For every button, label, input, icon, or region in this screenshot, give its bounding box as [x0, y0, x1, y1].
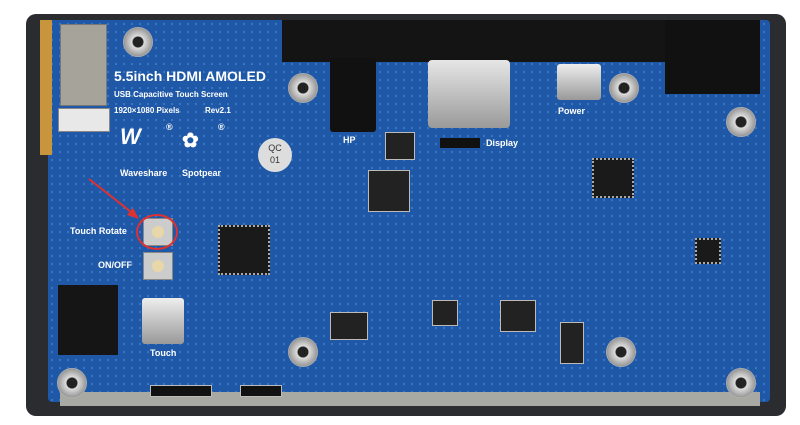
connector [440, 138, 480, 148]
waveshare-logo: W [120, 124, 141, 149]
mount-hole [123, 27, 153, 57]
mount-hole [288, 73, 318, 103]
headphone-jack[interactable] [330, 58, 376, 132]
board-title: 5.5inch HDMI AMOLED [114, 68, 266, 84]
flex-cable [60, 24, 107, 106]
on-off-label: ON/OFF [98, 260, 132, 270]
registered-mark: ® [218, 122, 225, 132]
black-tape [282, 20, 667, 62]
spotpear-logo: ✿ [182, 130, 199, 152]
controller-chip [218, 225, 270, 275]
highlight-circle [136, 214, 178, 250]
mount-hole [609, 73, 639, 103]
black-pad [58, 285, 118, 355]
registered-mark: ® [166, 122, 173, 132]
mount-hole [606, 337, 636, 367]
mount-hole [288, 337, 318, 367]
power-label: Power [558, 106, 586, 116]
mount-hole [57, 368, 87, 398]
touch-rotate-label: Touch Rotate [70, 226, 127, 236]
chip [695, 238, 721, 264]
component-group [368, 170, 410, 212]
lcd-edge [40, 20, 52, 155]
mount-hole [726, 368, 756, 398]
touch-label: Touch [150, 348, 177, 358]
touch-usb-port[interactable] [142, 298, 184, 344]
board-subtitle: USB Capacitive Touch Screen [114, 90, 228, 99]
qc-sticker: QC 01 [258, 138, 292, 172]
chip [560, 322, 584, 364]
board-resolution: 1920×1080 Pixels [114, 106, 180, 115]
chip [385, 132, 415, 160]
black-tape-corner [665, 20, 760, 94]
regulator [500, 300, 536, 332]
hdmi-port[interactable] [428, 60, 510, 128]
brand-spotpear: Spotpear [182, 168, 222, 178]
qc-label: QC [268, 143, 282, 153]
brand-waveshare: Waveshare [120, 168, 168, 178]
qc-number: 01 [269, 155, 280, 165]
fpc-connector [58, 108, 110, 132]
on-off-button[interactable] [143, 252, 173, 280]
pin-header [150, 385, 212, 397]
panel-edge [60, 392, 760, 406]
pin-header [240, 385, 282, 397]
regulator [330, 312, 368, 340]
bridge-chip [592, 158, 634, 198]
chip [432, 300, 458, 326]
board-revision: Rev2.1 [205, 106, 231, 115]
mount-hole [726, 107, 756, 137]
display-label: Display [486, 138, 519, 148]
annotation-arrow [88, 178, 139, 219]
power-usb-port[interactable] [557, 64, 601, 100]
hp-label: HP [343, 135, 356, 145]
